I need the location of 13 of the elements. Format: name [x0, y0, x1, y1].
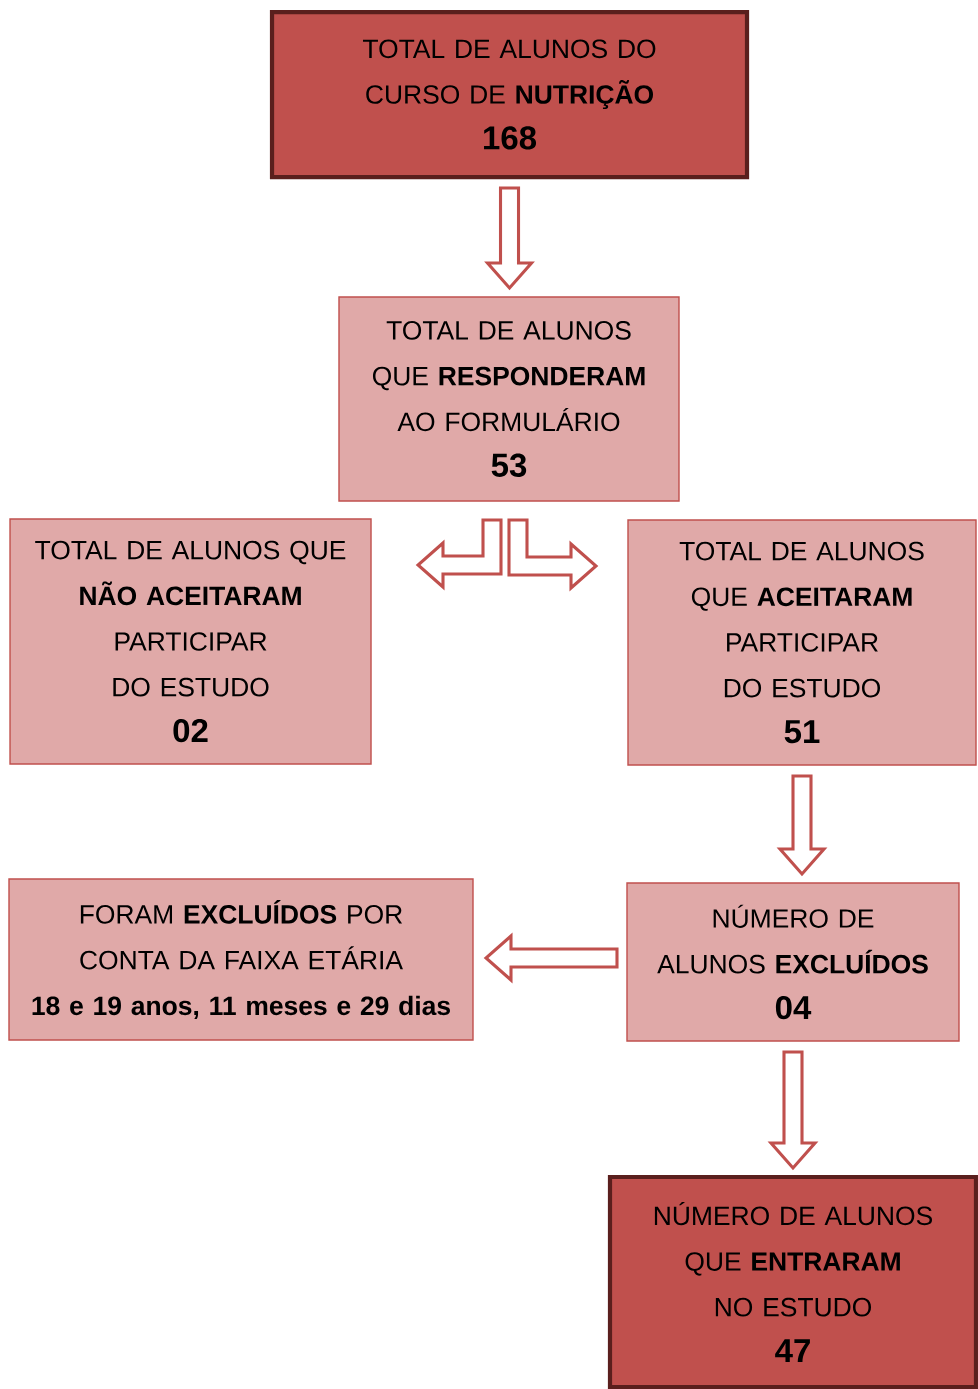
process-box: FORAM EXCLUÍDOS POR CONTA DA FAIXA ETÁRIA 18 e 19 anos, 11 meses e 29 dias	[8, 878, 474, 1041]
process-box: NÚMERO DE ALUNOS EXCLUÍDOS 04	[626, 882, 960, 1042]
block-arrow	[507, 518, 599, 592]
block-arrow	[767, 1050, 819, 1171]
block-arrow	[776, 774, 828, 877]
process-box: NÚMERO DE ALUNOS QUE ENTRARAM NO ESTUDO 47	[607, 1174, 978, 1389]
block-arrow	[415, 518, 503, 591]
process-box: TOTAL DE ALUNOS QUE NÃO ACEITARAM PARTICIPAR DO ESTUDO 02	[9, 518, 372, 765]
process-box: TOTAL DE ALUNOS QUE RESPONDERAM AO FORMULÁRIO 53	[338, 296, 680, 502]
process-box: TOTAL DE ALUNOS DO CURSO DE NUTRIÇÃO 168	[269, 9, 750, 180]
block-arrow	[483, 932, 619, 984]
process-box: TOTAL DE ALUNOS QUE ACEITARAM PARTICIPAR DO ESTUDO 51	[627, 519, 977, 766]
block-arrow	[484, 186, 535, 291]
